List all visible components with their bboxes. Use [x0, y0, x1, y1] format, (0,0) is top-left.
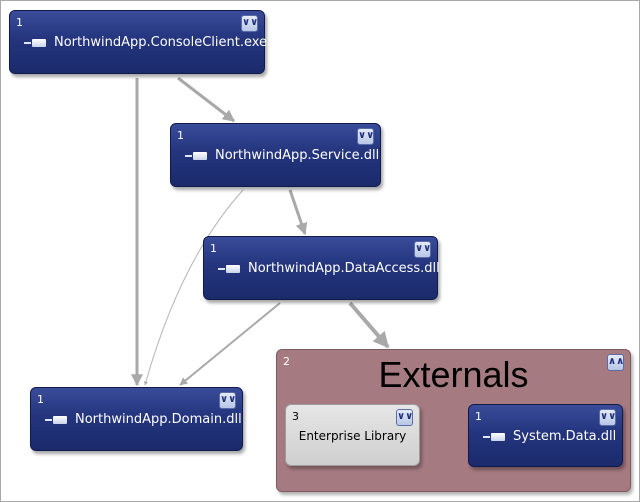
expand-chevron-icon[interactable]: ∨∨ [599, 409, 616, 426]
node-label: NorthwindApp.ConsoleClient.exe [24, 35, 267, 50]
node-consoleclient[interactable]: 1 ∨∨ NorthwindApp.ConsoleClient.exe [9, 10, 267, 74]
assembly-icon [218, 264, 242, 274]
node-label: NorthwindApp.Service.dll [185, 148, 379, 163]
node-service[interactable]: 1 ∨∨ NorthwindApp.Service.dll [170, 123, 381, 187]
group-count: 2 [283, 355, 290, 368]
node-enterprise-library[interactable]: 3 ∨∨ Enterprise Library [285, 404, 420, 466]
node-name: Enterprise Library [298, 429, 407, 443]
node-name: NorthwindApp.Domain.dll [75, 412, 242, 427]
expand-chevron-icon[interactable]: ∨∨ [219, 392, 236, 409]
node-system-data[interactable]: 1 ∨∨ System.Data.dll [468, 404, 623, 467]
edge-service-domain [144, 189, 244, 386]
node-name: NorthwindApp.DataAccess.dll [248, 261, 440, 276]
edge-dataaccess-domain [179, 302, 281, 386]
assembly-icon [185, 151, 209, 161]
assembly-icon [483, 432, 507, 442]
node-label: NorthwindApp.Domain.dll [45, 412, 242, 427]
node-name: NorthwindApp.Service.dll [215, 148, 380, 163]
expand-chevron-icon[interactable]: ∨∨ [241, 15, 258, 32]
node-label: NorthwindApp.DataAccess.dll [218, 261, 440, 276]
collapse-chevron-icon[interactable]: ∧∧ [607, 354, 624, 371]
assembly-icon [24, 38, 48, 48]
node-name: System.Data.dll [513, 429, 617, 444]
node-label: System.Data.dll [483, 429, 616, 444]
expand-chevron-icon[interactable]: ∨∨ [396, 409, 413, 426]
node-name: NorthwindApp.ConsoleClient.exe [54, 35, 268, 50]
node-count: 1 [177, 129, 184, 142]
edge-dataaccess-externals [348, 301, 390, 349]
node-count: 1 [16, 16, 23, 29]
assembly-icon [45, 415, 69, 425]
node-count: 3 [292, 410, 299, 423]
node-domain[interactable]: 1 ∨∨ NorthwindApp.Domain.dll [30, 387, 243, 451]
group-externals[interactable]: 2 ∧∧ Externals 3 ∨∨ Enterprise Library 1… [276, 349, 631, 492]
node-count: 1 [475, 410, 482, 423]
group-title: Externals [378, 354, 529, 395]
node-dataaccess[interactable]: 1 ∨∨ NorthwindApp.DataAccess.dll [203, 236, 440, 300]
node-count: 1 [37, 393, 44, 406]
expand-chevron-icon[interactable]: ∨∨ [414, 241, 431, 258]
node-count: 1 [210, 242, 217, 255]
expand-chevron-icon[interactable]: ∨∨ [357, 128, 374, 145]
edge-console-service [177, 76, 235, 123]
edge-service-dataaccess [288, 189, 308, 236]
